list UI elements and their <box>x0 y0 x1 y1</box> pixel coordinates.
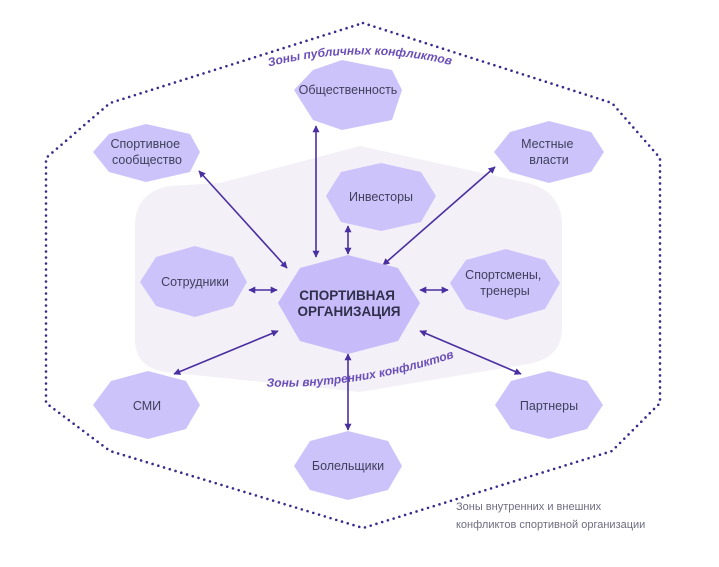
node-partners: Партнеры <box>495 371 603 439</box>
node-public-label: Общественность <box>299 83 398 97</box>
node-partners-label: Партнеры <box>520 399 578 413</box>
hexagon <box>294 431 402 500</box>
hexagon <box>326 163 436 231</box>
hexagon <box>495 371 603 439</box>
node-sport-community: Спортивное сообщество <box>93 124 200 182</box>
node-fans-label: Болельщики <box>312 459 384 473</box>
node-center-label: СПОРТИВНАЯ ОРГАНИЗАЦИЯ <box>298 288 401 319</box>
node-employees: Сотрудники <box>140 246 247 317</box>
diagram-caption: Зоны внутренних и внешних конфликтов спо… <box>456 498 716 534</box>
node-athletes-label: Спортсмены, тренеры <box>465 268 545 298</box>
arrows <box>173 125 522 431</box>
hexagon <box>494 121 604 183</box>
caption-line-1: Зоны внутренних и внешних <box>456 501 602 513</box>
node-public: Общественность <box>294 60 402 130</box>
node-sport-community-label: Спортивное сообщество <box>110 137 183 167</box>
hexagon <box>278 255 420 354</box>
node-employees-label: Сотрудники <box>161 275 229 289</box>
hexagon <box>450 249 560 320</box>
hexagon <box>93 371 200 439</box>
arrow-partners <box>419 330 522 375</box>
hexagon <box>294 60 402 130</box>
node-athletes: Спортсмены, тренеры <box>450 249 560 320</box>
node-media: СМИ <box>93 371 200 439</box>
node-media-label: СМИ <box>133 399 161 413</box>
hexagon <box>93 124 200 182</box>
arrow-sport-community <box>198 170 288 269</box>
node-investors-label: Инвесторы <box>349 190 413 204</box>
arrow-media <box>173 330 279 375</box>
hexagon <box>140 246 247 317</box>
caption-line-2: конфликтов спортивной организации <box>456 519 646 531</box>
node-local-authorities: Местные власти <box>494 121 604 183</box>
node-center: СПОРТИВНАЯ ОРГАНИЗАЦИЯ <box>278 255 420 354</box>
node-investors: Инвесторы <box>326 163 436 231</box>
arrow-local-authorities <box>382 166 496 266</box>
node-fans: Болельщики <box>294 431 402 500</box>
node-local-authorities-label: Местные власти <box>521 137 577 167</box>
